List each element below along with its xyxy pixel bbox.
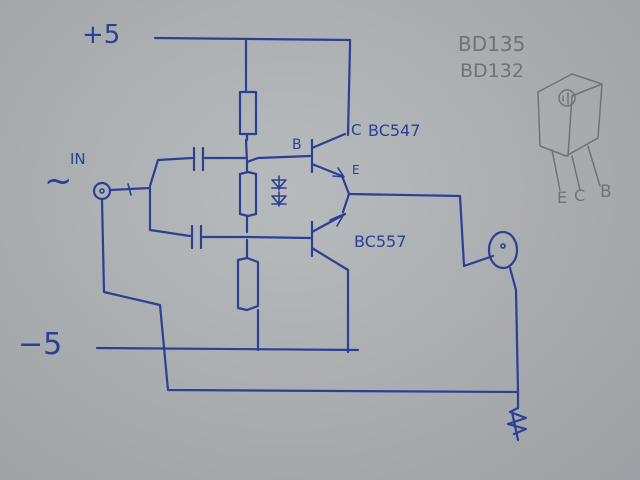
lower-capacitor (190, 224, 203, 250)
npn-emitter-arrow (332, 167, 345, 178)
pnp-emitter-arrow (329, 213, 345, 227)
npn-collector-label: C (351, 121, 362, 139)
pinout-part-1: BD135 (458, 32, 526, 56)
pinout-hole-detail (562, 92, 569, 105)
pinout-collector-label: C (574, 186, 586, 205)
negative-supply-label: −5 (18, 327, 63, 362)
ground-symbol (506, 406, 528, 442)
input-split-wire (148, 186, 192, 238)
upper-capacitor-wire (148, 156, 194, 188)
npn-emitter-label: E (352, 163, 360, 177)
input-jack (92, 181, 112, 201)
negative-rail (95, 346, 360, 352)
input-ground-wire (100, 197, 520, 394)
diode-upper (271, 175, 287, 191)
pnp-transistor (310, 212, 350, 272)
diode-lower (271, 191, 287, 207)
pnp-part-label: BC557 (354, 232, 407, 251)
pinout-pins (551, 145, 601, 191)
input-jack-pin (99, 188, 105, 194)
npn-part-label: BC547 (368, 121, 421, 140)
npn-base-label: B (292, 137, 302, 153)
output-ground-wire (508, 266, 520, 410)
positive-rail (153, 36, 352, 137)
pinout-base-label: B (600, 182, 612, 202)
input-tick (127, 183, 132, 196)
npn-transistor (310, 132, 347, 178)
resistor-bottom (236, 238, 260, 312)
resistor-top (238, 90, 258, 136)
input-label: IN (70, 150, 86, 168)
npn-base-wire (244, 138, 312, 164)
pinout-package-outline (537, 73, 603, 157)
input-signal-symbol: ~ (44, 161, 73, 201)
output-jack-pin (500, 243, 506, 249)
output-wire (347, 192, 495, 268)
positive-supply-label: +5 (82, 20, 121, 50)
output-jack (487, 230, 519, 270)
pinout-emitter-label: E (557, 188, 568, 207)
upper-capacitor (192, 146, 205, 172)
pinout-part-2: BD132 (460, 60, 524, 82)
pnp-base-wire (244, 235, 312, 240)
pinout-mounting-hole (558, 89, 576, 107)
resistor-middle (238, 170, 258, 218)
